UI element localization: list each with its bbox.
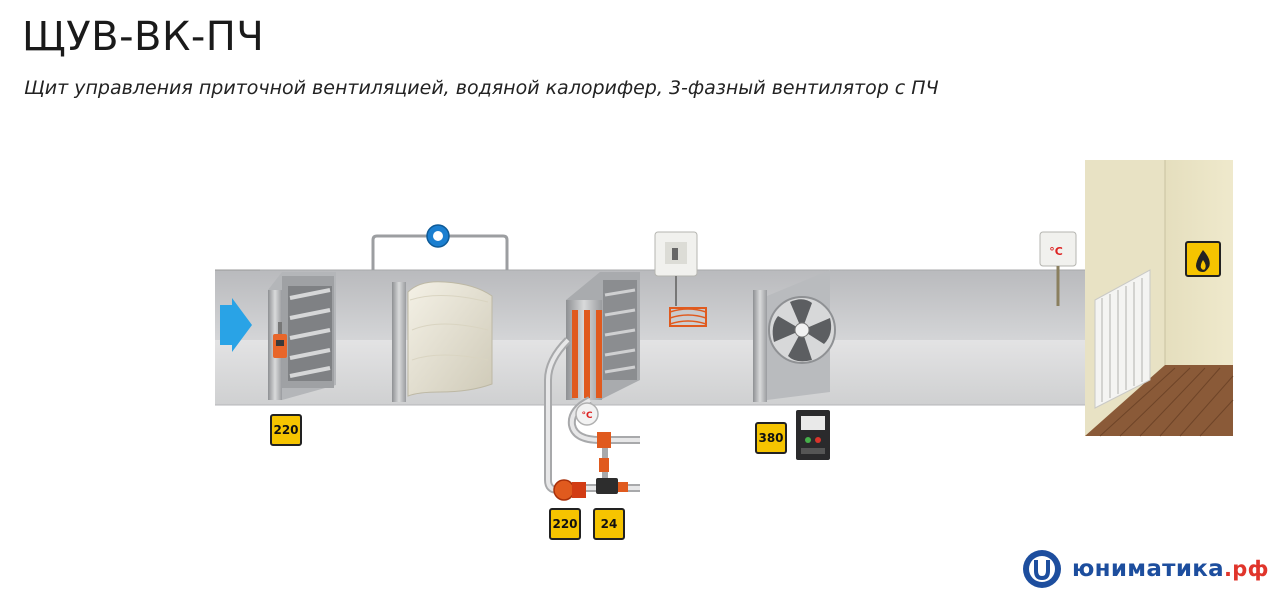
water-temp-sensor-icon: °C <box>575 402 599 426</box>
air-diffuser-grille <box>1094 269 1151 409</box>
logo-tld: .рф <box>1223 557 1269 581</box>
damper-voltage-badge: 220 <box>270 414 302 446</box>
logo-name: юниматика <box>1072 556 1224 582</box>
valve-actuator-icon <box>596 478 628 494</box>
valve-voltage-badge: 24 <box>593 508 625 540</box>
air-damper <box>268 272 336 400</box>
logo-text: юниматика.рф <box>1072 556 1269 582</box>
frost-thermostat-icon <box>654 231 707 327</box>
pump-voltage-badge: 220 <box>549 508 581 540</box>
pressure-switch-icon <box>426 224 450 248</box>
circulation-pump-icon <box>553 479 586 501</box>
fan-voltage-badge: 380 <box>755 422 787 454</box>
supply-fan <box>753 270 836 402</box>
duct-temp-sensor-label: °C <box>1049 245 1063 258</box>
damper-actuator-icon <box>273 322 287 358</box>
page-title: ЩУВ-ВК-ПЧ <box>22 14 265 60</box>
company-logo[interactable]: юниматика.рф <box>1022 548 1269 590</box>
fire-hazard-icon <box>1185 241 1221 277</box>
water-temp-sensor-label: °C <box>581 411 593 421</box>
air-filter <box>392 281 493 402</box>
page-subtitle: Щит управления приточной вентиляцией, во… <box>24 77 939 99</box>
water-heater <box>566 272 640 400</box>
logo-mark-icon <box>1023 550 1061 588</box>
frequency-converter-icon <box>796 410 830 460</box>
air-inlet-arrow <box>220 298 252 352</box>
air-duct <box>215 269 1095 406</box>
duct-temp-sensor-icon: °C <box>1039 231 1077 306</box>
